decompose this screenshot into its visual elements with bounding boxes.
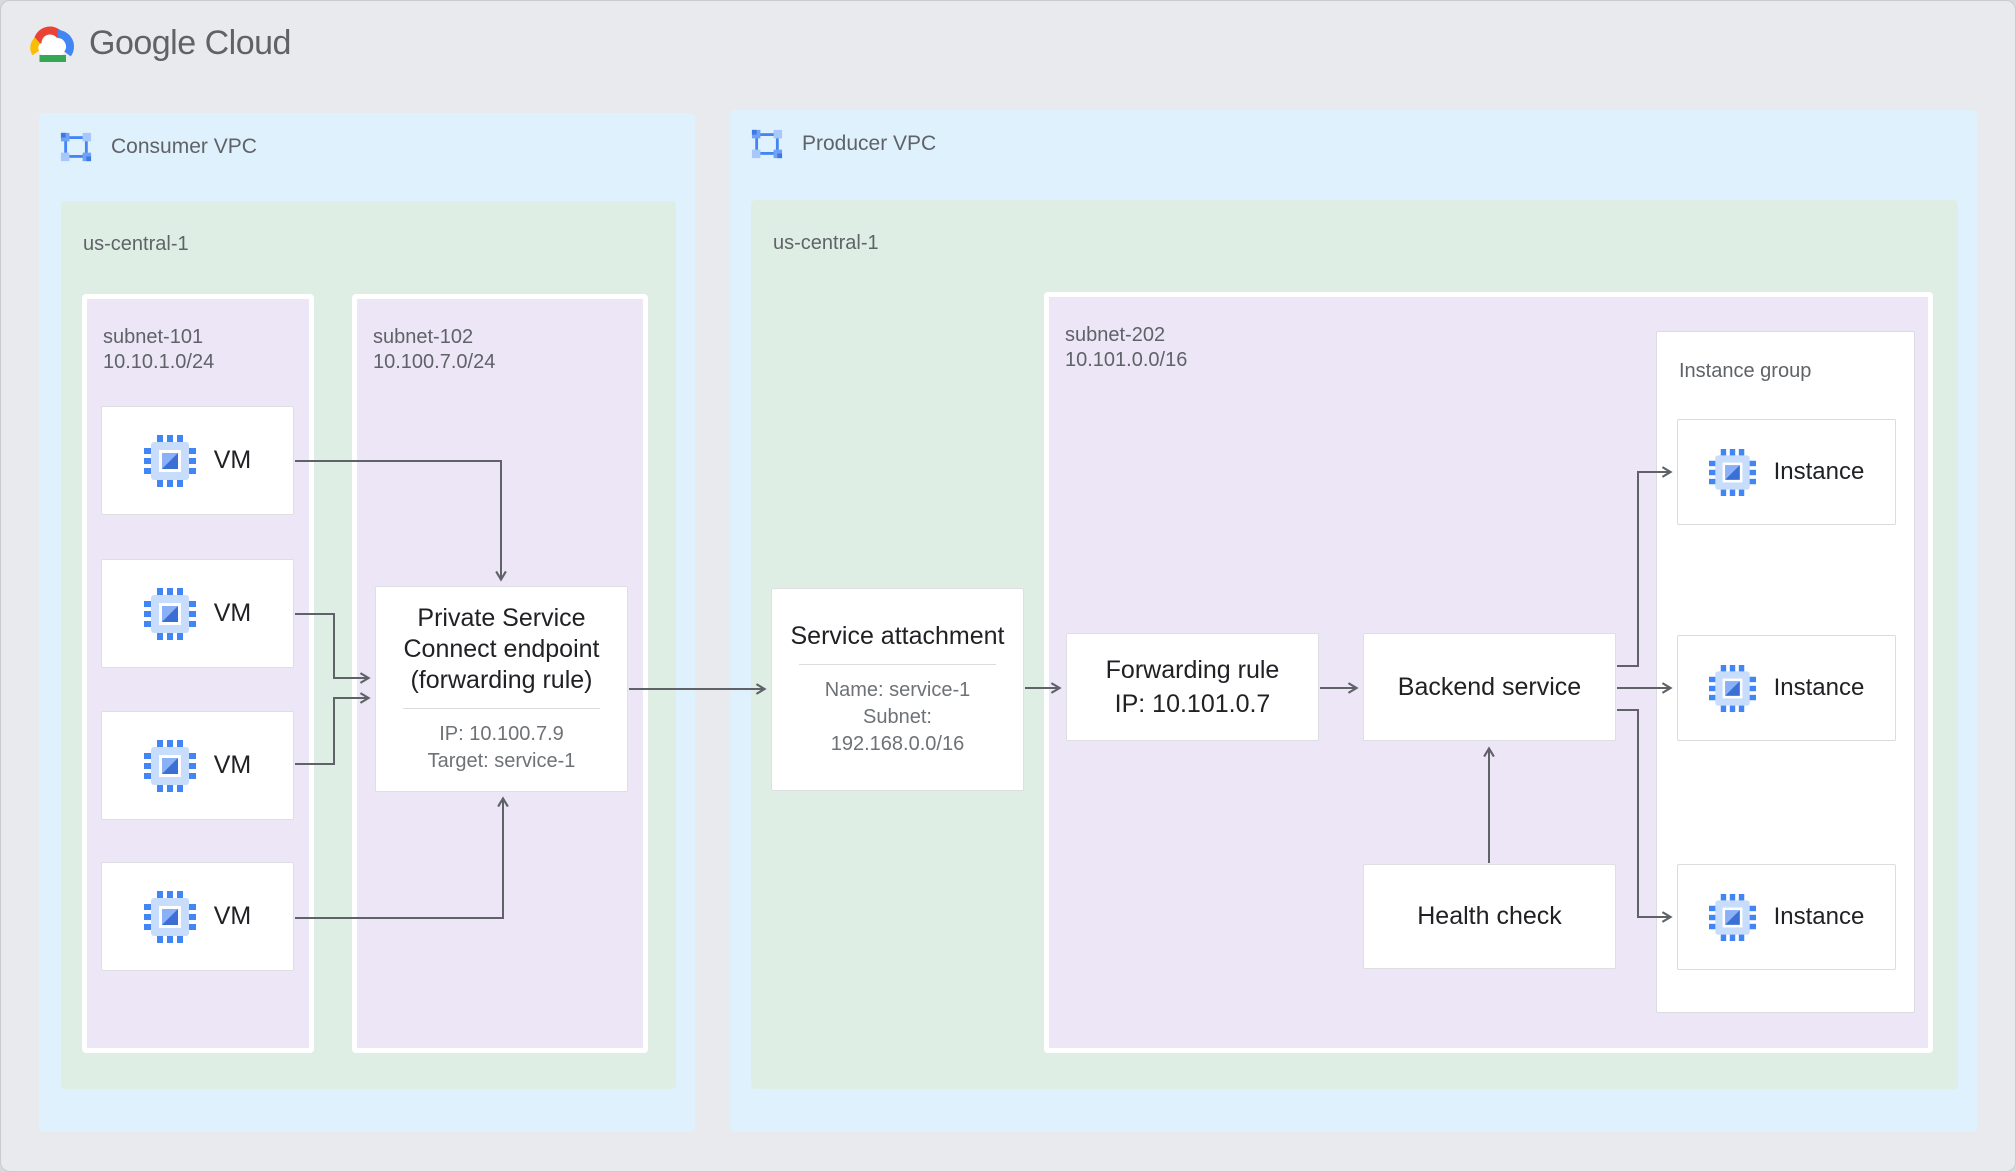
vpc-network-icon (57, 131, 95, 163)
psc-title-line3: (forwarding rule) (410, 666, 593, 694)
psc-title-line1: Private Service (417, 604, 586, 632)
instance-label: Instance (1773, 674, 1865, 701)
subnet-202-name: subnet-202 (1065, 324, 1166, 346)
subnet-101-cidr: 10.10.1.0/24 (103, 351, 215, 373)
compute-engine-icon (143, 434, 196, 487)
logo-wordmark: Google Cloud (89, 23, 291, 62)
vm-box-2: VM (101, 559, 294, 668)
vm-label: VM (213, 751, 252, 779)
divider (799, 664, 996, 665)
vm-box-3: VM (101, 711, 294, 820)
vm-label: VM (213, 902, 252, 930)
compute-engine-icon (143, 587, 196, 640)
producer-vpc-header: Producer VPC (748, 128, 936, 160)
psc-ip: IP: 10.100.7.9 (439, 723, 564, 745)
compute-engine-icon (1708, 448, 1756, 496)
compute-engine-icon (1708, 664, 1756, 712)
service-attachment-name: Name: service-1 (824, 679, 971, 701)
backend-service-label: Backend service (1397, 672, 1582, 701)
service-attachment-title: Service attachment (790, 622, 1005, 650)
vm-box-4: VM (101, 862, 294, 971)
compute-engine-icon (1708, 893, 1756, 941)
consumer-vpc-label: Consumer VPC (111, 135, 257, 158)
google-cloud-logo: Google Cloud (29, 23, 291, 63)
subnet-101-name: subnet-101 (103, 326, 204, 348)
divider (403, 708, 600, 709)
psc-target: Target: service-1 (427, 750, 576, 772)
compute-engine-icon (143, 890, 196, 943)
health-check-label: Health check (1417, 902, 1562, 930)
forwarding-rule-box: Forwarding rule IP: 10.101.0.7 (1066, 633, 1319, 741)
psc-endpoint-box: Private Service Connect endpoint (forwar… (375, 586, 628, 792)
subnet-102-cidr: 10.100.7.0/24 (373, 351, 496, 373)
instance-label: Instance (1773, 903, 1865, 930)
psc-endpoint-title: Private Service Connect endpoint (forwar… (404, 603, 600, 696)
instance-box-3: Instance (1677, 864, 1896, 970)
backend-service-box: Backend service (1363, 633, 1616, 741)
compute-engine-icon (143, 739, 196, 792)
service-attachment-box: Service attachment Name: service-1 Subne… (771, 588, 1024, 791)
service-attachment-subnet-word: Subnet: (863, 706, 932, 728)
service-attachment-subnet-cidr: 192.168.0.0/16 (830, 733, 965, 755)
psc-title-line2: Connect endpoint (403, 635, 600, 663)
consumer-region-label: us-central-1 (83, 233, 189, 255)
forwarding-rule-title: Forwarding rule (1105, 656, 1280, 684)
vm-box-1: VM (101, 406, 294, 515)
subnet-202-label: subnet-202 10.101.0.0/16 (1065, 323, 1187, 373)
producer-vpc-label: Producer VPC (802, 132, 937, 155)
instance-box-1: Instance (1677, 419, 1896, 525)
subnet-102-name: subnet-102 (373, 326, 474, 348)
vm-label: VM (213, 599, 252, 627)
subnet-202-cidr: 10.101.0.0/16 (1065, 349, 1188, 371)
producer-region-label: us-central-1 (773, 232, 879, 254)
service-attachment-details: Name: service-1 Subnet: 192.168.0.0/16 (825, 677, 971, 758)
instance-group-label: Instance group (1679, 360, 1812, 382)
consumer-vpc-header: Consumer VPC (57, 131, 257, 163)
instance-label: Instance (1773, 458, 1865, 485)
google-cloud-icon (29, 23, 77, 63)
vm-label: VM (213, 446, 252, 474)
vpc-network-icon (748, 128, 786, 160)
subnet-102-label: subnet-102 10.100.7.0/24 (373, 325, 495, 375)
health-check-box: Health check (1363, 864, 1616, 969)
psc-endpoint-details: IP: 10.100.7.9 Target: service-1 (428, 721, 576, 775)
forwarding-rule-ip: IP: 10.101.0.7 (1114, 690, 1271, 718)
subnet-101-label: subnet-101 10.10.1.0/24 (103, 325, 214, 375)
instance-box-2: Instance (1677, 635, 1896, 741)
